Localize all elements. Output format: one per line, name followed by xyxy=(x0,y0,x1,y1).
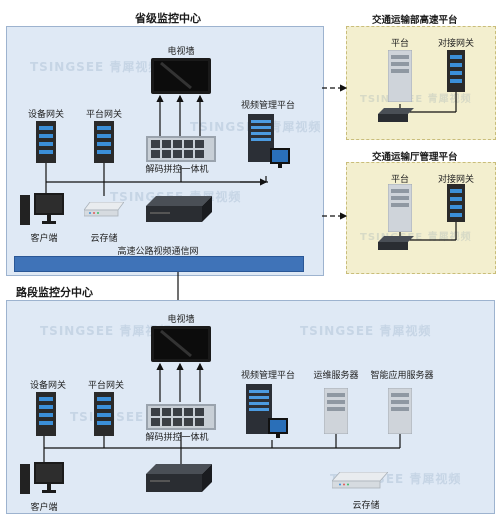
department-platform-panel xyxy=(346,162,496,274)
department-platform-server-label: 平台 xyxy=(390,175,410,185)
client-computer-icon xyxy=(20,193,64,225)
device-gateway-label: 设备网关 xyxy=(27,110,65,120)
watermark-text: TSINGSEE 青犀视频 xyxy=(360,232,472,243)
ai-server-icon xyxy=(388,388,412,434)
department-gateway-label: 对接网关 xyxy=(437,175,475,185)
ministry-switch-icon xyxy=(378,108,414,122)
section-client-label: 客户端 xyxy=(30,503,58,513)
department-gateway-server-icon xyxy=(447,184,465,222)
cloud-storage-icon xyxy=(84,202,124,217)
section-center-title: 路段监控分中心 xyxy=(16,286,93,299)
ministry-platform-server-label: 平台 xyxy=(390,39,410,49)
section-decoder-rack-icon xyxy=(146,404,216,430)
device-gateway-server-icon xyxy=(36,121,56,163)
ministry-platform-server-icon xyxy=(388,50,412,102)
watermark-text: TSINGSEE 青犀视频 xyxy=(360,94,472,105)
cloud-storage-label: 云存储 xyxy=(90,234,118,244)
ops-server-icon xyxy=(324,388,348,434)
ministry-gateway-label: 对接网关 xyxy=(437,39,475,49)
section-platform-gateway-server-icon xyxy=(94,392,114,436)
section-tv-wall-label: 电视墙 xyxy=(167,315,195,325)
platform-gateway-label: 平台网关 xyxy=(85,110,123,120)
ops-server-label: 运维服务器 xyxy=(313,371,359,381)
client-label: 客户端 xyxy=(30,234,58,244)
section-cloud-storage-icon xyxy=(332,472,388,489)
department-platform-server-icon xyxy=(388,184,412,232)
section-cloud-storage-label: 云存储 xyxy=(352,501,380,511)
highway-video-network-bar xyxy=(14,256,304,272)
watermark-text: TSINGSEE 青犀视频 xyxy=(300,324,432,338)
tv-wall-icon xyxy=(151,58,211,94)
department-switch-icon xyxy=(378,236,414,250)
nvr-box-icon xyxy=(146,196,212,222)
section-device-gateway-server-icon xyxy=(36,392,56,436)
section-client-computer-icon xyxy=(20,462,64,494)
highway-video-network-label: 高速公路视频通信网 xyxy=(117,247,199,257)
provincial-center-title: 省级监控中心 xyxy=(135,12,201,25)
section-video-platform-server-icon xyxy=(246,384,288,438)
section-device-gateway-label: 设备网关 xyxy=(29,381,67,391)
ministry-gateway-server-icon xyxy=(447,50,465,92)
section-nvr-box-icon xyxy=(146,464,212,492)
section-platform-gateway-label: 平台网关 xyxy=(87,381,125,391)
watermark-text: TSINGSEE 青犀视频 xyxy=(30,60,162,74)
section-video-platform-label: 视频管理平台 xyxy=(240,371,296,381)
ai-server-label: 智能应用服务器 xyxy=(370,371,434,381)
decoder-rack-icon xyxy=(146,136,216,162)
section-decoder-label: 解码拼控一体机 xyxy=(145,433,209,443)
ministry-platform-panel xyxy=(346,26,496,140)
video-platform-server-icon xyxy=(248,114,290,168)
watermark-text: TSINGSEE 青犀视频 xyxy=(40,324,172,338)
section-tv-wall-icon xyxy=(151,326,211,362)
decoder-label: 解码拼控一体机 xyxy=(145,165,209,175)
video-platform-label: 视频管理平台 xyxy=(240,101,296,111)
ministry-platform-title: 交通运输部高速平台 xyxy=(372,15,458,26)
platform-gateway-server-icon xyxy=(94,121,114,163)
department-platform-title: 交通运输厅管理平台 xyxy=(372,152,458,163)
tv-wall-label: 电视墙 xyxy=(167,47,195,57)
